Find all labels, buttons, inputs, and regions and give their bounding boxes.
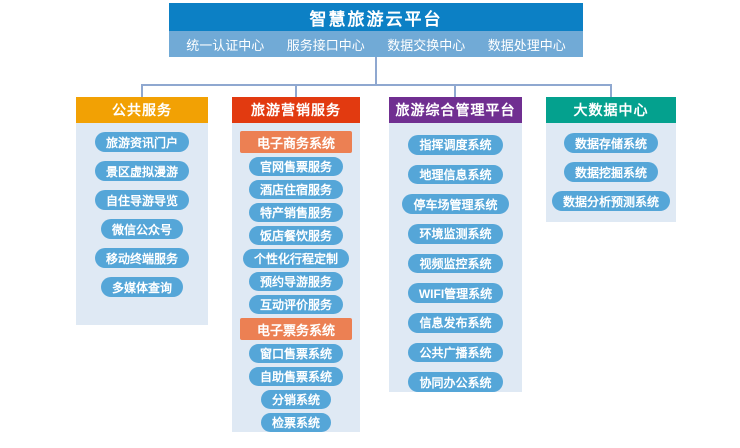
- node-pill: 官网售票服务: [248, 157, 343, 176]
- node-pill: 指挥调度系统: [408, 135, 503, 155]
- node-pill: 窗口售票系统: [248, 344, 343, 363]
- platform-title: 智慧旅游云平台: [169, 3, 583, 31]
- column-integrated-management: 旅游综合管理平台指挥调度系统地理信息系统停车场管理系统环境监测系统视频监控系统 W…: [389, 97, 522, 393]
- node-pill: 检票系统: [260, 413, 331, 432]
- node-pill: 特产销售服务: [248, 203, 343, 222]
- column-header: 旅游营销服务: [232, 97, 360, 123]
- node-pill: 自住导游导览: [94, 190, 189, 210]
- column-big-data-center: 大数据中心数据存储系统数据挖掘系统数据分析预测系统: [546, 97, 676, 222]
- node-pill: 分销系统: [260, 390, 331, 409]
- node-pill: 视频监控系统: [408, 253, 503, 274]
- node-pill: 微信公众号: [100, 219, 183, 239]
- node-pill: 景区虚拟漫游: [94, 161, 189, 181]
- node-subheader: 电子票务系统: [240, 318, 352, 340]
- column-tourism-marketing: 旅游营销服务电子商务系统官网售票服务酒店住宿服务特产销售服务饭店餐饮服务个性化行…: [232, 97, 360, 432]
- node-pill: 个性化行程定制: [242, 249, 349, 268]
- node-pill: 地理信息系统: [408, 164, 503, 185]
- node-pill: 多媒体查询: [100, 277, 183, 297]
- center-item: 服务接口中心: [286, 37, 365, 53]
- column-header: 公共服务: [76, 97, 208, 123]
- node-pill: 数据存储系统: [563, 133, 658, 153]
- connector-drop: [610, 84, 612, 98]
- node-pill: 停车场管理系统: [402, 194, 509, 215]
- node-pill: 预约导游服务: [248, 272, 343, 291]
- node-subheader: 电子商务系统: [240, 131, 352, 153]
- node-pill: 自助售票系统: [248, 367, 343, 386]
- connector-drop: [141, 84, 143, 98]
- connector-rail: [141, 84, 612, 86]
- center-item: 数据处理中心: [487, 37, 566, 53]
- column-public-service: 公共服务旅游资讯门户景区虚拟漫游自住导游导览微信公众号移动终端服务多媒体查询: [76, 97, 208, 325]
- node-pill: WIFI管理系统: [407, 283, 504, 304]
- node-pill: 公共广播系统: [408, 342, 503, 363]
- node-pill: 酒店住宿服务: [248, 180, 343, 199]
- column-header: 大数据中心: [546, 97, 676, 123]
- node-pill: 互动评价服务: [248, 295, 343, 314]
- connector-drop: [295, 84, 297, 98]
- center-item: 统一认证中心: [186, 37, 265, 53]
- node-pill: 协同办公系统: [408, 372, 503, 393]
- column-panel: 电子商务系统官网售票服务酒店住宿服务特产销售服务饭店餐饮服务个性化行程定制预约导…: [232, 123, 360, 432]
- connector-drop: [454, 84, 456, 98]
- node-pill: 旅游资讯门户: [94, 132, 189, 152]
- column-panel: 指挥调度系统地理信息系统停车场管理系统环境监测系统视频监控系统 WIFI管理系统信…: [389, 123, 522, 393]
- node-pill: 饭店餐饮服务: [248, 226, 343, 245]
- column-panel: 数据存储系统数据挖掘系统数据分析预测系统: [546, 123, 676, 222]
- platform-header: 智慧旅游云平台 统一认证中心 服务接口中心 数据交换中心 数据处理中心: [169, 3, 583, 57]
- platform-centers: 统一认证中心 服务接口中心 数据交换中心 数据处理中心: [169, 31, 583, 57]
- node-pill: 数据分析预测系统: [551, 191, 670, 211]
- node-pill: 环境监测系统: [408, 224, 503, 244]
- connector-trunk: [375, 57, 377, 85]
- node-pill: 移动终端服务: [94, 248, 189, 268]
- node-pill: 数据挖掘系统: [563, 162, 658, 182]
- center-item: 数据交换中心: [387, 37, 466, 53]
- node-pill: 信息发布系统: [408, 313, 503, 333]
- column-panel: 旅游资讯门户景区虚拟漫游自住导游导览微信公众号移动终端服务多媒体查询: [76, 123, 208, 325]
- column-header: 旅游综合管理平台: [389, 97, 522, 123]
